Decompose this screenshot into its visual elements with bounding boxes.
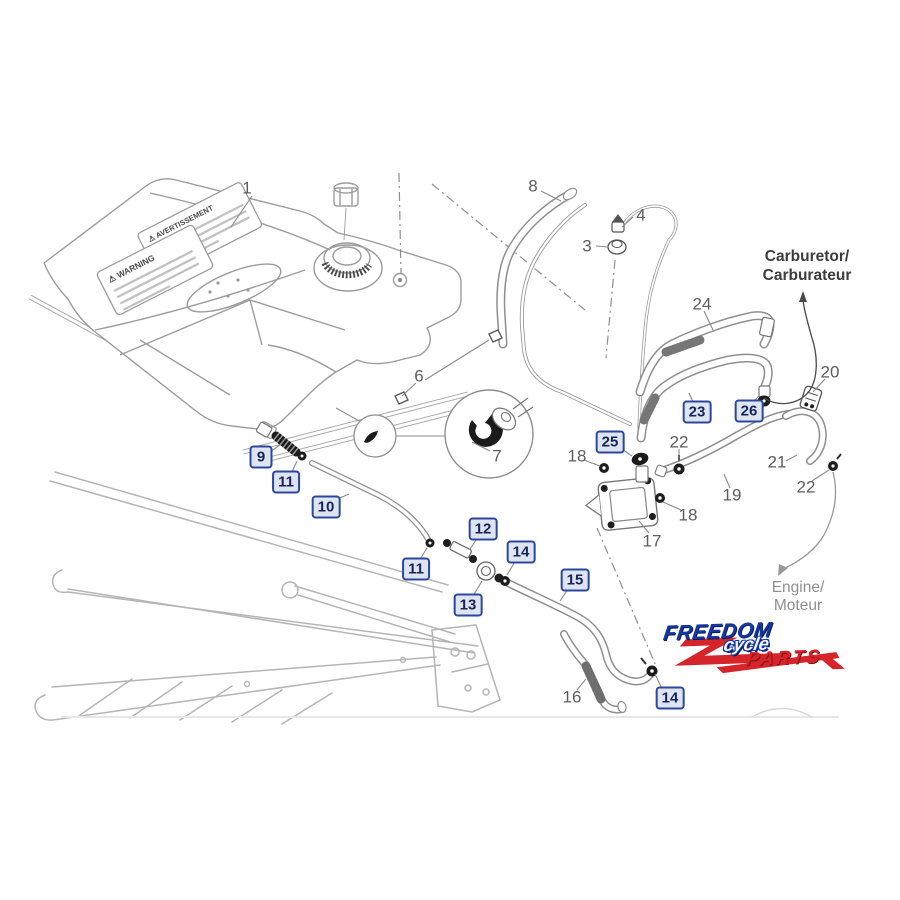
carburetor-line2: Carburateur [762, 267, 852, 284]
frame-structure [34, 471, 839, 725]
part-number-8: 8 [528, 176, 538, 196]
part-number-7: 7 [492, 446, 502, 466]
engine-annotation: Engine/ Moteur [760, 579, 836, 615]
tank-warning-label-en: ⚠ WARNING [96, 224, 214, 316]
part-number-6: 6 [414, 366, 424, 386]
part-callout-14[interactable]: 14 [506, 540, 536, 564]
part-callout-26[interactable]: 26 [734, 399, 764, 423]
part-callout-9[interactable]: 9 [249, 445, 273, 469]
part-number-17: 17 [642, 531, 662, 551]
pointer-lines [763, 291, 837, 576]
carburetor-annotation: Carburetor/ Carburateur [754, 247, 860, 285]
hoses [309, 187, 827, 714]
part-number-1: 1 [242, 178, 252, 198]
part-callout-23[interactable]: 23 [682, 400, 712, 424]
engine-arrow [778, 564, 788, 576]
part-callout-11[interactable]: 11 [402, 557, 430, 581]
part-number-24: 24 [692, 294, 712, 314]
part-number-4: 4 [636, 205, 646, 225]
small-parts [255, 214, 842, 677]
part-number-22: 22 [669, 432, 689, 452]
logo-word-parts: PARTS [744, 646, 823, 671]
part-number-16: 16 [562, 687, 582, 707]
part-callout-14[interactable]: 14 [655, 686, 685, 710]
part-number-22: 22 [796, 477, 816, 497]
part-callout-15[interactable]: 15 [560, 568, 590, 592]
part-number-18: 18 [567, 446, 587, 466]
freedom-cycle-parts-logo: FREEDOM cycle PARTS [657, 613, 849, 684]
part-number-19: 19 [722, 485, 742, 505]
engine-line2: Moteur [773, 597, 823, 614]
part-number-21: 21 [767, 452, 787, 472]
engine-line1: Engine/ [771, 579, 825, 596]
part-callout-25[interactable]: 25 [595, 430, 625, 454]
part-callout-10[interactable]: 10 [311, 495, 341, 519]
part-number-18: 18 [678, 505, 698, 525]
carburetor-line1: Carburetor/ [764, 248, 850, 265]
part-callout-13[interactable]: 13 [453, 593, 483, 617]
logo-swoosh [674, 637, 845, 674]
carburetor-arrow [799, 291, 807, 302]
part-number-20: 20 [820, 362, 840, 382]
part-callout-12[interactable]: 12 [468, 517, 498, 541]
part-callout-11[interactable]: 11 [272, 470, 300, 494]
part-number-3: 3 [582, 236, 592, 256]
